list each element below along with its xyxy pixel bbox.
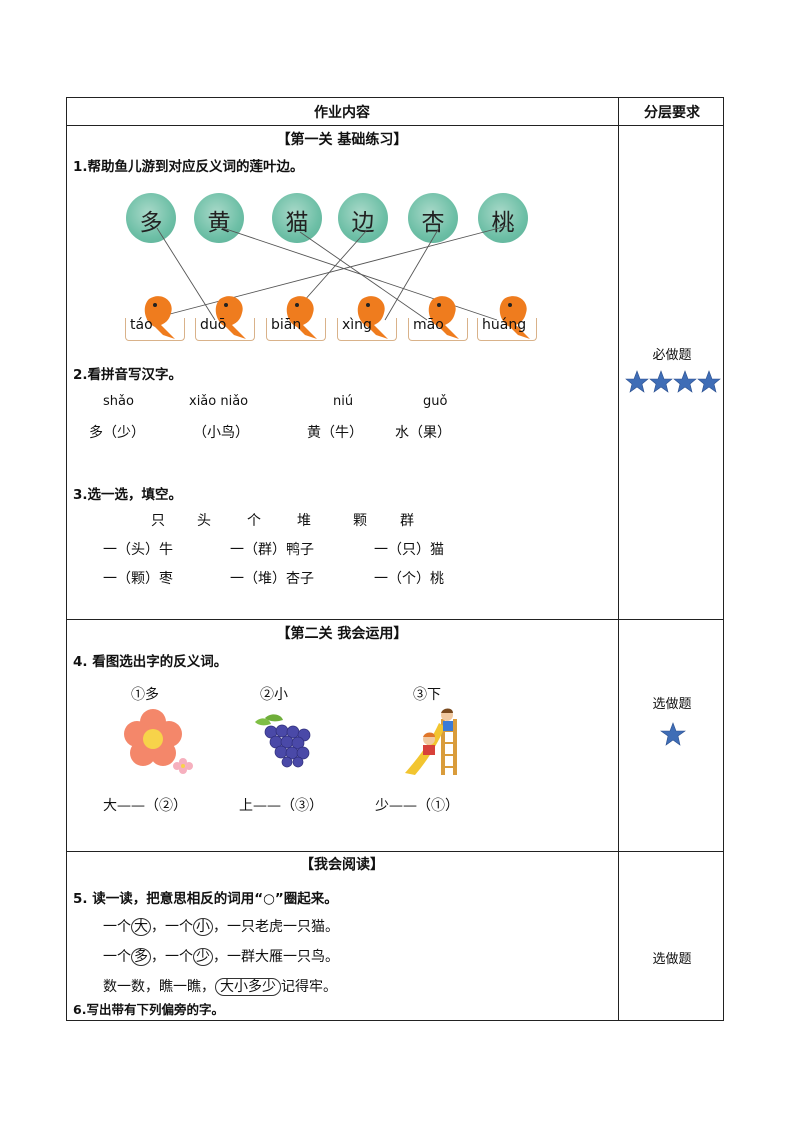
star-rating-icon bbox=[625, 370, 721, 393]
q2-answer: 水（果） bbox=[395, 425, 451, 441]
goldfish-icon bbox=[428, 296, 459, 339]
goldfish-icon bbox=[215, 296, 246, 339]
q3-fill: 一（群）鸭子 bbox=[230, 542, 314, 558]
pinyin-box: táo bbox=[125, 317, 185, 341]
q3-fill: 一（只）猫 bbox=[374, 542, 444, 558]
q3-option: 个 bbox=[247, 513, 261, 529]
q2-answer: 多（少） bbox=[89, 425, 145, 441]
q3-fill: 一（头）牛 bbox=[103, 542, 173, 558]
goldfish-icon bbox=[144, 296, 175, 339]
lily-pad: 猫 bbox=[272, 193, 322, 243]
circled-word: 少 bbox=[193, 948, 213, 966]
pinyin-box: huáng bbox=[477, 317, 537, 341]
q5-text: 5. 读一读，把意思相反的词用“○”圈起来。 bbox=[73, 891, 338, 907]
pinyin-prompt: guǒ bbox=[423, 394, 448, 409]
circled-word: 大 bbox=[131, 918, 151, 936]
pinyin-prompt: xiǎo niǎo bbox=[189, 394, 249, 409]
pinyin-box: xìng bbox=[337, 317, 397, 341]
star-rating-icon bbox=[660, 722, 686, 746]
pinyin-prompt: shǎo bbox=[103, 394, 134, 409]
pinyin-prompt: niú bbox=[333, 394, 354, 409]
q1-text: 1.帮助鱼儿游到对应反义词的莲叶边。 bbox=[73, 159, 304, 175]
level-optional: 选做题 bbox=[652, 952, 692, 967]
homework-table: 作业内容 分层要求 【第一关 基础练习】 1.帮助鱼儿游到对应反义词的莲叶边。 … bbox=[66, 97, 724, 1021]
q3-fill: 一（堆）杏子 bbox=[230, 571, 314, 587]
q4-answer: 少——（①） bbox=[375, 798, 459, 814]
column-header-level: 分层要求 bbox=[644, 105, 700, 121]
q4-label: ①多 bbox=[131, 687, 159, 703]
column-header-content: 作业内容 bbox=[314, 105, 370, 121]
q3-option: 只 bbox=[151, 513, 165, 529]
goldfish-icon bbox=[357, 296, 388, 339]
pinyin-box: biān bbox=[266, 317, 326, 341]
header-divider bbox=[67, 125, 723, 126]
q3-option: 堆 bbox=[297, 513, 311, 529]
lily-pad: 杏 bbox=[408, 193, 458, 243]
q6-text: 6.写出带有下列偏旁的字。 bbox=[73, 1002, 224, 1017]
q4-label: ③下 bbox=[413, 687, 441, 703]
circled-word: 多 bbox=[131, 948, 151, 966]
section-divider-2 bbox=[67, 851, 723, 852]
q4-text: 4. 看图选出字的反义词。 bbox=[73, 654, 228, 670]
q3-option: 头 bbox=[197, 513, 211, 529]
column-divider bbox=[618, 98, 619, 1020]
circled-word: 小 bbox=[193, 918, 213, 936]
section2-title: 【第二关 我会运用】 bbox=[276, 626, 408, 642]
q3-text: 3.选一选，填空。 bbox=[73, 487, 183, 503]
lily-pad: 多 bbox=[126, 193, 176, 243]
pinyin-box: māo bbox=[408, 317, 468, 341]
q4-answer: 上——（③） bbox=[239, 798, 323, 814]
q5-line: 数一数，瞧一瞧，大小多少记得牢。 bbox=[103, 978, 337, 996]
q5-line: 一个大，一个小，一只老虎一只猫。 bbox=[103, 918, 339, 936]
q3-fill: 一（颗）枣 bbox=[103, 571, 173, 587]
pinyin-box: duō bbox=[195, 317, 255, 341]
slide-children-icon bbox=[405, 708, 457, 775]
q2-answer: 黄（牛） bbox=[307, 425, 363, 441]
goldfish-icon bbox=[286, 296, 317, 339]
level-required: 必做题 bbox=[652, 348, 692, 363]
q5-line: 一个多，一个少，一群大雁一只鸟。 bbox=[103, 948, 339, 966]
q3-fill: 一（个）桃 bbox=[374, 571, 444, 587]
q3-option: 群 bbox=[400, 513, 414, 529]
section1-title: 【第一关 基础练习】 bbox=[276, 132, 408, 148]
lily-pad: 桃 bbox=[478, 193, 528, 243]
goldfish-icon bbox=[499, 296, 530, 339]
section3-title: 【我会阅读】 bbox=[300, 857, 384, 873]
circled-word: 大小多少 bbox=[215, 978, 281, 996]
q2-text: 2.看拼音写汉字。 bbox=[73, 367, 183, 383]
q4-label: ②小 bbox=[260, 687, 288, 703]
level-optional: 选做题 bbox=[652, 697, 692, 712]
q2-answer: （小鸟） bbox=[193, 425, 249, 441]
flower-icon bbox=[124, 709, 193, 774]
q3-option: 颗 bbox=[353, 513, 367, 529]
grapes-icon bbox=[255, 714, 311, 768]
section-divider-1 bbox=[67, 619, 723, 620]
q4-answer: 大——（②） bbox=[103, 798, 187, 814]
lily-pad: 黄 bbox=[194, 193, 244, 243]
